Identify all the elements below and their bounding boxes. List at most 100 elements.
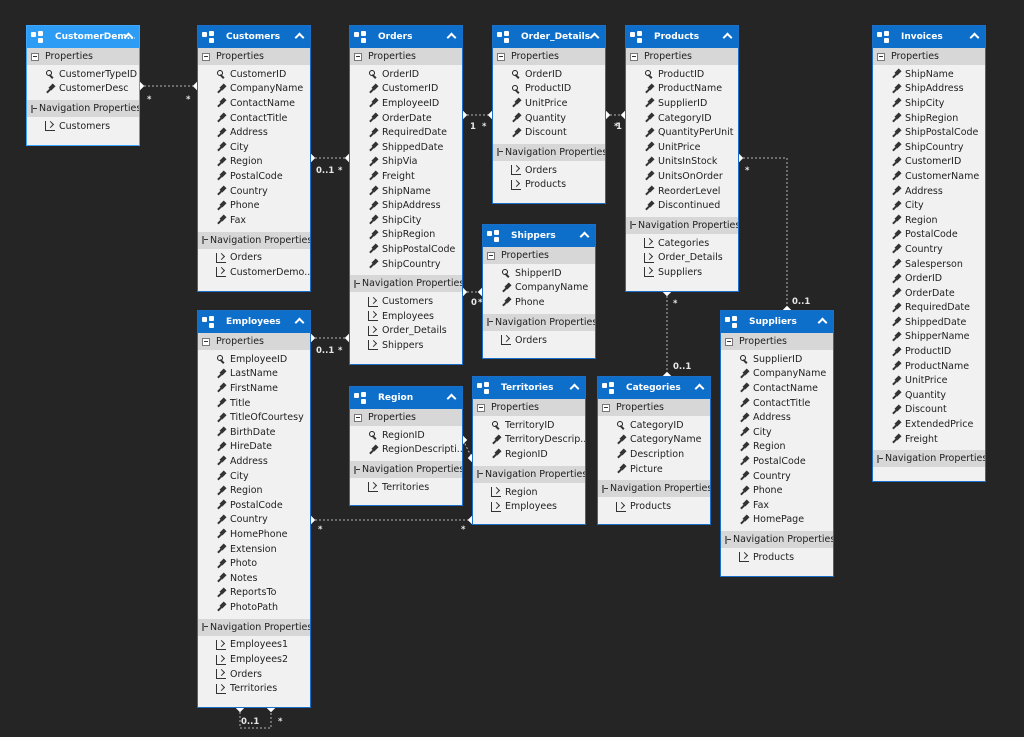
collapse-minus-icon[interactable] (477, 470, 483, 479)
property-row[interactable]: Extension (198, 542, 310, 557)
property-row[interactable]: Address (873, 184, 985, 199)
property-row[interactable]: CompanyName (198, 82, 310, 97)
property-row[interactable]: FirstName (198, 381, 310, 396)
navigation-section-header[interactable]: Navigation Properties (483, 313, 595, 331)
entity-header[interactable]: Employees (198, 311, 310, 333)
property-row[interactable]: PostalCode (721, 454, 833, 469)
property-row[interactable]: Phone (198, 198, 310, 213)
collapse-minus-icon[interactable] (725, 535, 731, 544)
property-row[interactable]: UnitsOnOrder (626, 169, 738, 184)
properties-section-header[interactable]: Properties (483, 247, 595, 264)
property-row[interactable]: PostalCode (873, 228, 985, 243)
property-row[interactable]: ShipCountry (873, 140, 985, 155)
collapse-minus-icon[interactable] (487, 251, 495, 260)
property-row[interactable]: CompanyName (483, 281, 595, 296)
property-row[interactable]: RegionID (350, 428, 462, 443)
property-row[interactable]: PostalCode (198, 498, 310, 513)
entity-header[interactable]: Suppliers (721, 311, 833, 333)
collapse-minus-icon[interactable] (877, 52, 885, 61)
collapse-minus-icon[interactable] (630, 221, 636, 230)
entity-header[interactable]: CustomerDem... (27, 26, 139, 48)
property-row[interactable]: Freight (873, 432, 985, 447)
entity-header[interactable]: Customers (198, 26, 310, 48)
property-row[interactable]: ProductName (626, 82, 738, 97)
navigation-property[interactable]: Territories (198, 681, 310, 696)
property-row[interactable]: Address (198, 454, 310, 469)
collapse-minus-icon[interactable] (354, 465, 360, 474)
property-row[interactable]: SupplierID (721, 352, 833, 367)
property-row[interactable]: City (198, 469, 310, 484)
property-row[interactable]: Photo (198, 556, 310, 571)
entity-header[interactable]: Invoices (873, 26, 985, 48)
entity-header[interactable]: Region (350, 387, 462, 409)
property-row[interactable]: Picture (598, 462, 710, 477)
collapse-minus-icon[interactable] (354, 52, 362, 61)
association-line[interactable] (739, 157, 788, 310)
collapse-minus-icon[interactable] (31, 52, 39, 61)
navigation-property[interactable]: Employees2 (198, 652, 310, 667)
property-row[interactable]: ReorderLevel (626, 184, 738, 199)
property-row[interactable]: Quantity (873, 388, 985, 403)
property-row[interactable]: CategoryID (626, 111, 738, 126)
navigation-property[interactable]: Categories (626, 236, 738, 251)
collapse-minus-icon[interactable] (477, 403, 485, 412)
property-row[interactable]: Freight (350, 169, 462, 184)
collapse-minus-icon[interactable] (487, 318, 493, 327)
collapse-minus-icon[interactable] (202, 236, 208, 245)
collapse-minus-icon[interactable] (497, 148, 503, 157)
property-row[interactable]: OrderDate (873, 286, 985, 301)
property-row[interactable]: ProductName (873, 359, 985, 374)
collapse-minus-icon[interactable] (202, 337, 210, 346)
property-row[interactable]: HomePhone (198, 527, 310, 542)
property-row[interactable]: ShipCountry (350, 257, 462, 272)
property-row[interactable]: Quantity (493, 111, 605, 126)
collapse-minus-icon[interactable] (602, 403, 610, 412)
entity-header[interactable]: Orders (350, 26, 462, 48)
navigation-property[interactable]: Customers (350, 294, 462, 309)
collapse-minus-icon[interactable] (877, 454, 883, 463)
property-row[interactable]: Address (721, 410, 833, 425)
navigation-property[interactable]: Orders (493, 163, 605, 178)
properties-section-header[interactable]: Properties (873, 48, 985, 65)
property-row[interactable]: EmployeeID (198, 352, 310, 367)
property-row[interactable]: City (198, 140, 310, 155)
property-row[interactable]: LastName (198, 367, 310, 382)
property-row[interactable]: ProductID (493, 82, 605, 97)
property-row[interactable]: CustomerID (198, 67, 310, 82)
property-row[interactable]: Discount (493, 125, 605, 140)
property-row[interactable]: SupplierID (626, 96, 738, 111)
property-row[interactable]: Address (198, 125, 310, 140)
properties-section-header[interactable]: Properties (350, 409, 462, 426)
navigation-property[interactable]: Orders (198, 667, 310, 682)
property-row[interactable]: ContactTitle (721, 396, 833, 411)
entity-header[interactable]: Shippers (483, 225, 595, 247)
property-row[interactable]: ShipperName (873, 330, 985, 345)
navigation-property[interactable]: Suppliers (626, 265, 738, 280)
property-row[interactable]: ShipAddress (873, 82, 985, 97)
association-line[interactable] (239, 708, 272, 729)
property-row[interactable]: UnitPrice (493, 96, 605, 111)
property-row[interactable]: CompanyName (721, 367, 833, 382)
property-row[interactable]: CustomerID (350, 82, 462, 97)
navigation-property[interactable]: Order_Details (626, 251, 738, 266)
property-row[interactable]: OrderDate (350, 111, 462, 126)
property-row[interactable]: OrderID (350, 67, 462, 82)
property-row[interactable]: ShipCity (350, 213, 462, 228)
property-row[interactable]: Description (598, 447, 710, 462)
property-row[interactable]: ShippedDate (873, 315, 985, 330)
property-row[interactable]: PhotoPath (198, 600, 310, 615)
property-row[interactable]: ContactName (721, 381, 833, 396)
navigation-property[interactable]: Products (493, 178, 605, 193)
navigation-section-header[interactable]: Navigation Properties (473, 465, 585, 483)
navigation-section-header[interactable]: Navigation Properties (626, 216, 738, 234)
collapse-minus-icon[interactable] (202, 52, 210, 61)
property-row[interactable]: ShipPostalCode (873, 125, 985, 140)
property-row[interactable]: CategoryID (598, 418, 710, 433)
property-row[interactable]: Country (198, 513, 310, 528)
navigation-section-header[interactable]: Navigation Properties (27, 100, 139, 118)
entity-header[interactable]: Order_Details (493, 26, 605, 48)
